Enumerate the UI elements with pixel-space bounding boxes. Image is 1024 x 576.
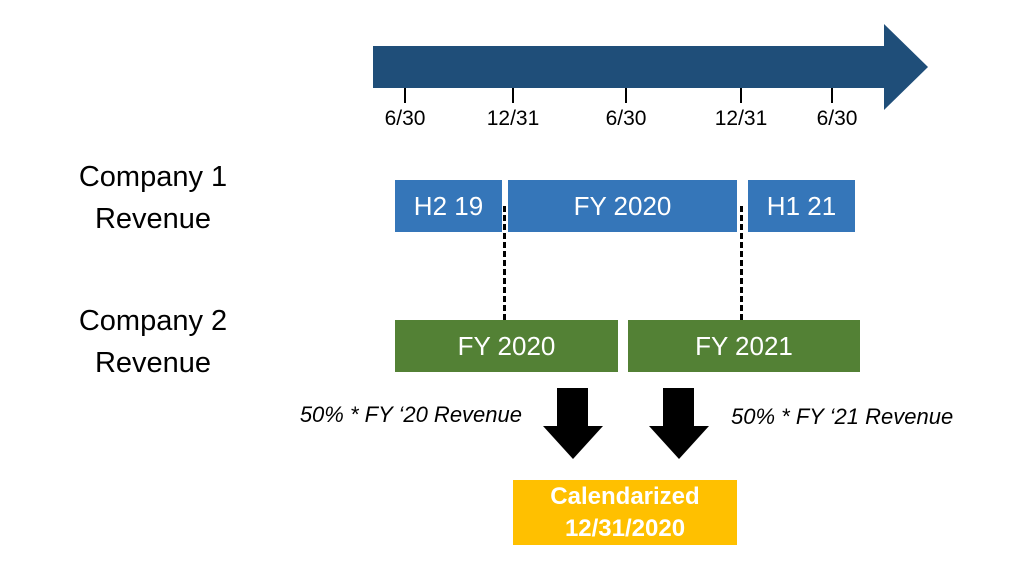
bar-label: FY 2020 [573,190,672,221]
timeline-tick-label: 6/30 [384,107,426,130]
down-arrow-right-head-icon [649,426,709,459]
dashed-connector-left [503,206,506,320]
bar-label: H2 19 [413,190,484,221]
bar-label: FY 2021 [695,330,793,361]
timeline-tick [625,88,627,103]
timeline-arrow-head-icon [884,24,928,110]
annotation-fy20-formula: 50% * FY ‘20 Revenue [299,402,522,427]
timeline-tick-label: 12/31 [486,107,540,130]
bar-label: H1 21 [766,190,837,221]
calendarized-result-box: Calendarized 12/31/2020 [513,480,737,545]
timeline-tick-label: 6/30 [605,107,647,130]
bar-label: FY 2020 [457,330,556,361]
calendarized-date: 12/31/2020 [564,514,686,542]
annotation-fy21-formula: 50% * FY ‘21 Revenue [731,404,954,429]
down-arrow-left-icon [557,388,588,428]
timeline-tick [512,88,514,103]
row-label-company-2: Company 2 Revenue [78,305,228,380]
timeline-tick-label: 12/31 [714,107,768,130]
bar-h2-19: H2 19 [395,180,502,232]
timeline-arrow-body [373,46,884,88]
timeline-tick-label: 6/30 [816,107,858,130]
bar-fy2021-company2: FY 2021 [628,320,860,372]
bar-fy2020-company2: FY 2020 [395,320,618,372]
calendarized-label: Calendarized [550,483,700,511]
timeline-tick [831,88,833,103]
dashed-connector-right [740,206,743,320]
timeline-tick [740,88,742,103]
down-arrow-right-icon [663,388,694,428]
timeline-tick [404,88,406,103]
row-label-company-1: Company 1 Revenue [78,161,228,236]
down-arrow-left-head-icon [543,426,603,459]
bar-h1-21: H1 21 [748,180,855,232]
bar-fy2020-company1: FY 2020 [508,180,737,232]
